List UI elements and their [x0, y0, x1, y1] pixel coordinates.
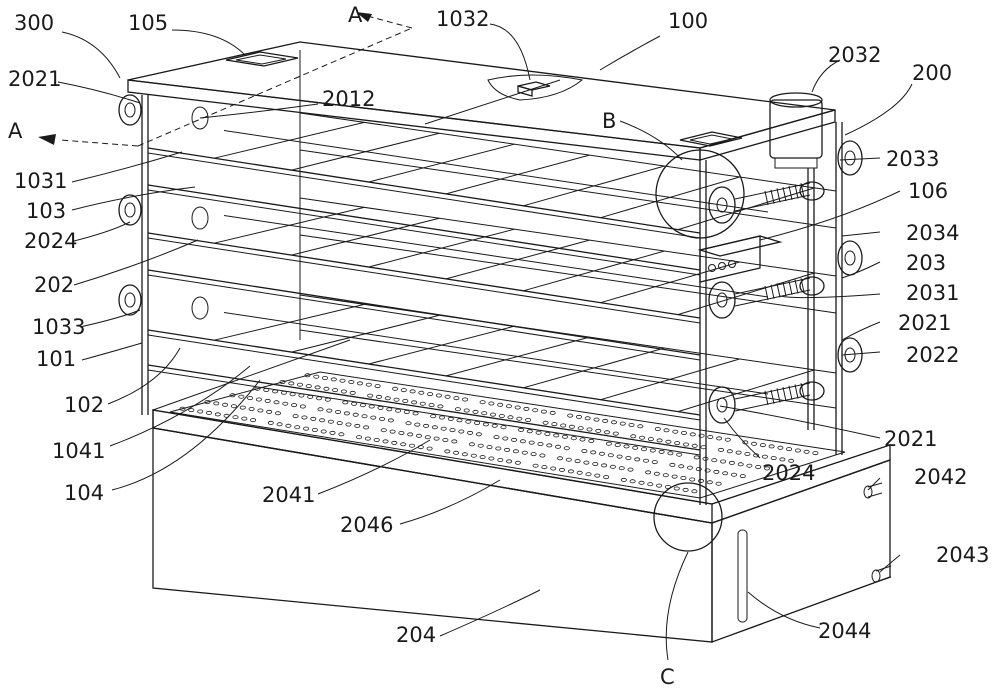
- label-105: 105: [128, 11, 168, 35]
- motor: [769, 92, 823, 430]
- label-106: 106: [908, 179, 948, 203]
- vent-105: [225, 51, 299, 67]
- label-100: 100: [668, 9, 708, 33]
- label-2044: 2044: [818, 619, 871, 643]
- label-1041: 1041: [52, 439, 105, 463]
- label-204: 204: [396, 623, 436, 647]
- sensor-1032: [487, 74, 584, 101]
- label-1031: 1031: [14, 169, 67, 193]
- level-slot: [737, 529, 748, 623]
- shelf-level: [147, 294, 837, 421]
- label-202: 202: [34, 273, 74, 297]
- label-104: 104: [64, 481, 104, 505]
- label-1032: 1032: [436, 7, 489, 31]
- label-2022: 2022: [906, 343, 959, 367]
- label-2033: 2033: [886, 147, 939, 171]
- label-b: B: [602, 109, 616, 133]
- perforated-plate: [169, 371, 846, 499]
- leader-lines: [57, 23, 913, 661]
- rollers: [118, 94, 863, 424]
- label-200: 200: [912, 61, 952, 85]
- label-102: 102: [64, 393, 104, 417]
- label-2042: 2042: [914, 465, 967, 489]
- shelf-level: [147, 149, 837, 276]
- label-2034: 2034: [906, 221, 959, 245]
- label-c: C: [660, 665, 675, 689]
- shelf-level: [147, 112, 837, 239]
- label-2021-b: 2021: [898, 311, 951, 335]
- label-2024-a: 2024: [24, 229, 77, 253]
- vent-right: [679, 131, 743, 147]
- detail-circle-b: [655, 149, 745, 239]
- label-2031: 2031: [906, 281, 959, 305]
- label-300: 300: [14, 11, 54, 35]
- label-2024-b: 2024: [762, 461, 815, 485]
- inlet-pipe: [863, 482, 883, 499]
- reference-labels: 300 105 A 1032 100 2032 200 2021 2012 A …: [8, 3, 989, 689]
- shelf-level: [147, 329, 837, 456]
- label-2021-a: 2021: [8, 67, 61, 91]
- label-101: 101: [36, 347, 76, 371]
- frame: [127, 41, 843, 505]
- label-203: 203: [906, 251, 946, 275]
- water-tank: [152, 339, 892, 643]
- section-line-a: [38, 12, 413, 147]
- shelf-level: [147, 234, 837, 361]
- label-103: 103: [26, 199, 66, 223]
- label-2012: 2012: [322, 87, 375, 111]
- shelf-level: [147, 197, 837, 324]
- label-a-top: A: [348, 3, 363, 27]
- label-2046: 2046: [340, 513, 393, 537]
- label-2041: 2041: [262, 483, 315, 507]
- label-a-left: A: [8, 119, 23, 143]
- label-2032: 2032: [828, 43, 881, 67]
- detail-circle-c: [653, 482, 723, 552]
- label-2043: 2043: [936, 543, 989, 567]
- label-1033: 1033: [32, 315, 85, 339]
- label-2021-c: 2021: [884, 427, 937, 451]
- shelves: [147, 112, 837, 456]
- control-box: [697, 235, 783, 283]
